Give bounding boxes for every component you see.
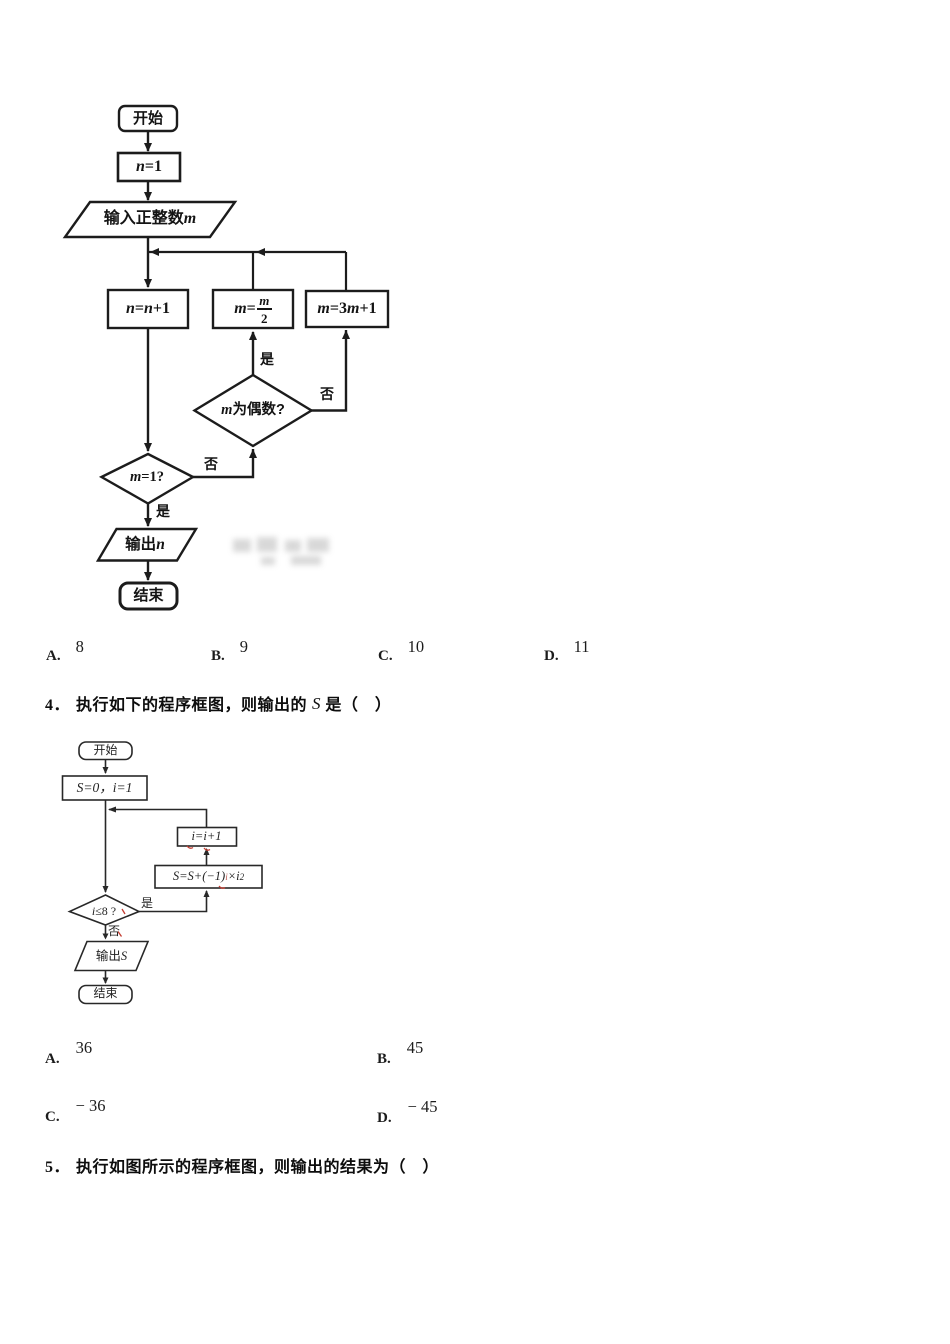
fc1-input-shape xyxy=(62,200,238,239)
fc1-m31-shape xyxy=(304,289,390,329)
fc1-end-label: 结束 xyxy=(133,587,164,605)
q4-option-c: C. − 36 xyxy=(45,1096,106,1125)
question-4-stem: 4．执行如下的程序框图，则输出的 S 是（ ） xyxy=(45,694,392,714)
fc1-m1-diamond-label: m=1? xyxy=(129,468,165,485)
q3-option-a: A. 8 xyxy=(46,637,84,664)
q4-option-b: B. 45 xyxy=(377,1038,424,1067)
fc1-yes-even-label: 是 xyxy=(260,350,274,367)
fc1-nn1-label: n=n+1 xyxy=(125,299,171,317)
fc1-yes-m1-label: 是 xyxy=(156,502,170,519)
flowchart-2-arrowheads xyxy=(102,767,210,984)
flowchart-1-arrowheads xyxy=(144,143,350,581)
fc2-end-shape xyxy=(78,984,133,1005)
fc1-output-shape xyxy=(95,527,199,562)
flowchart-1-shapes xyxy=(62,104,390,611)
fc2-end-label: 结束 xyxy=(93,986,118,1001)
fc2-iplus-shape xyxy=(176,826,238,847)
fc1-mhalf-shape xyxy=(211,288,295,330)
fc2-yes-label: 是 xyxy=(140,896,153,911)
fc2-output-shape xyxy=(73,940,150,972)
fraction-bar xyxy=(256,308,272,310)
flowchart-2-shapes xyxy=(61,741,263,1005)
q3-option-b: B. 9 xyxy=(211,637,249,664)
fc2-output-label: 输出 S xyxy=(95,948,128,963)
fc2-start-label: 开始 xyxy=(93,742,118,757)
fc2-init-label: S=0，i=1 xyxy=(76,780,133,796)
q4-option-d: D. − 45 xyxy=(377,1097,438,1126)
fc1-n1-label: n=1 xyxy=(135,157,163,175)
fc2-iplus-label: i=i+1 xyxy=(191,829,222,844)
red-annotation-marks xyxy=(117,845,226,937)
question-5-stem: 5．执行如图所示的程序框图，则输出的结果为（ ） xyxy=(45,1159,440,1176)
watermark-smudge xyxy=(231,535,347,569)
fc2-sum-shape xyxy=(154,864,263,889)
fc1-even-diamond-shape xyxy=(192,373,314,448)
q3-option-d: D. 11 xyxy=(544,637,590,664)
fc1-no-m1-label: 否 xyxy=(204,455,218,472)
fc2-no-label: 否 xyxy=(107,924,120,939)
fc2-cond-label: i≤8 ? xyxy=(91,903,117,918)
q3-option-c: C. 10 xyxy=(378,637,425,664)
fc1-no-even-label: 否 xyxy=(320,385,334,402)
fc1-start-label: 开始 xyxy=(132,109,163,127)
q4-option-a: A. 36 xyxy=(45,1038,93,1067)
fc1-end-shape xyxy=(118,581,179,611)
